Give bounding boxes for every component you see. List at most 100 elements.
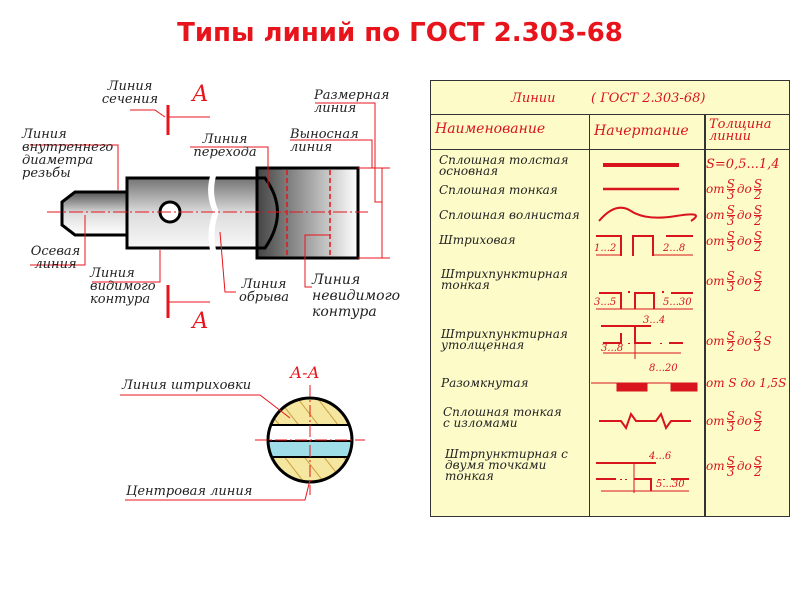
to-text: до bbox=[736, 459, 752, 473]
denominator: 2 bbox=[753, 420, 762, 434]
label-section-line: Линия сечения bbox=[101, 79, 159, 107]
denominator: 3 bbox=[726, 214, 735, 228]
numerator: S bbox=[753, 269, 762, 283]
label-hatch-line: Линия штриховки bbox=[122, 378, 252, 393]
numerator: S bbox=[753, 229, 762, 243]
row-name: Разомкнутая bbox=[441, 376, 529, 390]
row-name: Штриховая bbox=[439, 233, 516, 247]
numerator: S bbox=[753, 409, 762, 423]
denominator: 2 bbox=[726, 340, 735, 354]
numerator: S bbox=[726, 329, 735, 343]
numerator: S bbox=[753, 177, 762, 191]
header-thickness: Толщина линии bbox=[709, 117, 772, 144]
from-text: от bbox=[706, 274, 725, 288]
dim-label: 5...30 bbox=[656, 479, 685, 490]
table-caption-right: ( ГОСТ 2.303-68) bbox=[591, 91, 706, 106]
denominator: 3 bbox=[726, 188, 735, 202]
header-name: Наименование bbox=[435, 121, 546, 137]
label-axis-line: Осевая линия bbox=[30, 244, 81, 272]
row-name: Штрпунктирная с двумя точками тонкая bbox=[445, 447, 568, 483]
row-name: Сплошная тонкая bbox=[439, 183, 558, 197]
denominator: 3 bbox=[726, 280, 735, 294]
label-transition-line: Линия перехода bbox=[193, 132, 257, 160]
section-title: А-А bbox=[290, 363, 320, 382]
label-break-line: Линия обрыва bbox=[239, 277, 289, 305]
to-text: до bbox=[736, 334, 752, 348]
section-letter-bottom: А bbox=[192, 309, 209, 334]
row-name: Сплошная толстая основная bbox=[439, 153, 569, 178]
to-text: до bbox=[736, 208, 752, 222]
line-samples: 1...2 2...8 3...5 5...30 3...4 3...8 8..… bbox=[591, 163, 698, 493]
dim-label: 3...8 bbox=[601, 343, 623, 354]
numerator: S bbox=[726, 177, 735, 191]
row-name: Сплошная тонкая с изломами bbox=[443, 405, 562, 430]
from-text: от bbox=[706, 414, 725, 428]
label-dimension-line: Размерная линия bbox=[314, 88, 390, 116]
denominator: 2 bbox=[753, 280, 762, 294]
dim-label: 8...20 bbox=[649, 363, 678, 374]
dim-label: 4...6 bbox=[648, 451, 672, 462]
denominator: 2 bbox=[753, 465, 762, 479]
to-text: до bbox=[736, 234, 752, 248]
numerator: S bbox=[726, 203, 735, 217]
label-hidden-contour: Линия невидимого контура bbox=[312, 272, 401, 320]
row-name: Штрихпунктирная тонкая bbox=[441, 267, 568, 292]
slide-title: Типы линий по ГОСТ 2.303-68 bbox=[177, 18, 623, 48]
label-thread-line: Линия внутреннего диаметра резьбы bbox=[22, 127, 114, 181]
row-name: Сплошная волнистая bbox=[439, 208, 580, 222]
from-text: от bbox=[706, 234, 725, 248]
denominator: 3 bbox=[753, 340, 762, 354]
from-text: от bbox=[706, 182, 725, 196]
row-name: Штрихпунктирная утолщенная bbox=[441, 327, 568, 352]
label-extension-line: Выносная линия bbox=[290, 127, 359, 155]
numerator: 2 bbox=[753, 329, 762, 343]
numerator: S bbox=[726, 229, 735, 243]
denominator: 3 bbox=[726, 240, 735, 254]
numerator: S bbox=[726, 269, 735, 283]
from-text: от bbox=[706, 334, 725, 348]
label-visible-contour: Линия видимого контура bbox=[90, 266, 156, 307]
label-center-line: Центровая линия bbox=[126, 484, 253, 499]
denominator: 2 bbox=[753, 214, 762, 228]
section-circle bbox=[266, 396, 354, 484]
thickness: S=0,5...1,4 bbox=[706, 157, 780, 172]
from-text: от bbox=[706, 208, 725, 222]
part-drawing bbox=[30, 102, 390, 501]
header-style: Начертание bbox=[594, 123, 689, 139]
dim-label: 5...30 bbox=[663, 297, 692, 308]
table-caption-left: Линии bbox=[511, 91, 556, 106]
dim-label: 3...5 bbox=[594, 297, 616, 308]
line-types-table: Линии ( ГОСТ 2.303-68) Наименование Наче… bbox=[430, 80, 790, 517]
dim-label: 3...4 bbox=[643, 315, 665, 326]
dim-label: 2...8 bbox=[662, 243, 685, 254]
numerator: S bbox=[753, 454, 762, 468]
to-text: до bbox=[736, 274, 752, 288]
to-text: до bbox=[736, 182, 752, 196]
numerator: S bbox=[726, 454, 735, 468]
denominator: 3 bbox=[726, 465, 735, 479]
to-text: до bbox=[736, 414, 752, 428]
thickness: от S до 1,5S bbox=[706, 376, 787, 390]
break-gap bbox=[208, 176, 219, 250]
dim-label: 1...2 bbox=[594, 243, 616, 254]
denominator: 2 bbox=[753, 188, 762, 202]
numerator: S bbox=[753, 203, 762, 217]
